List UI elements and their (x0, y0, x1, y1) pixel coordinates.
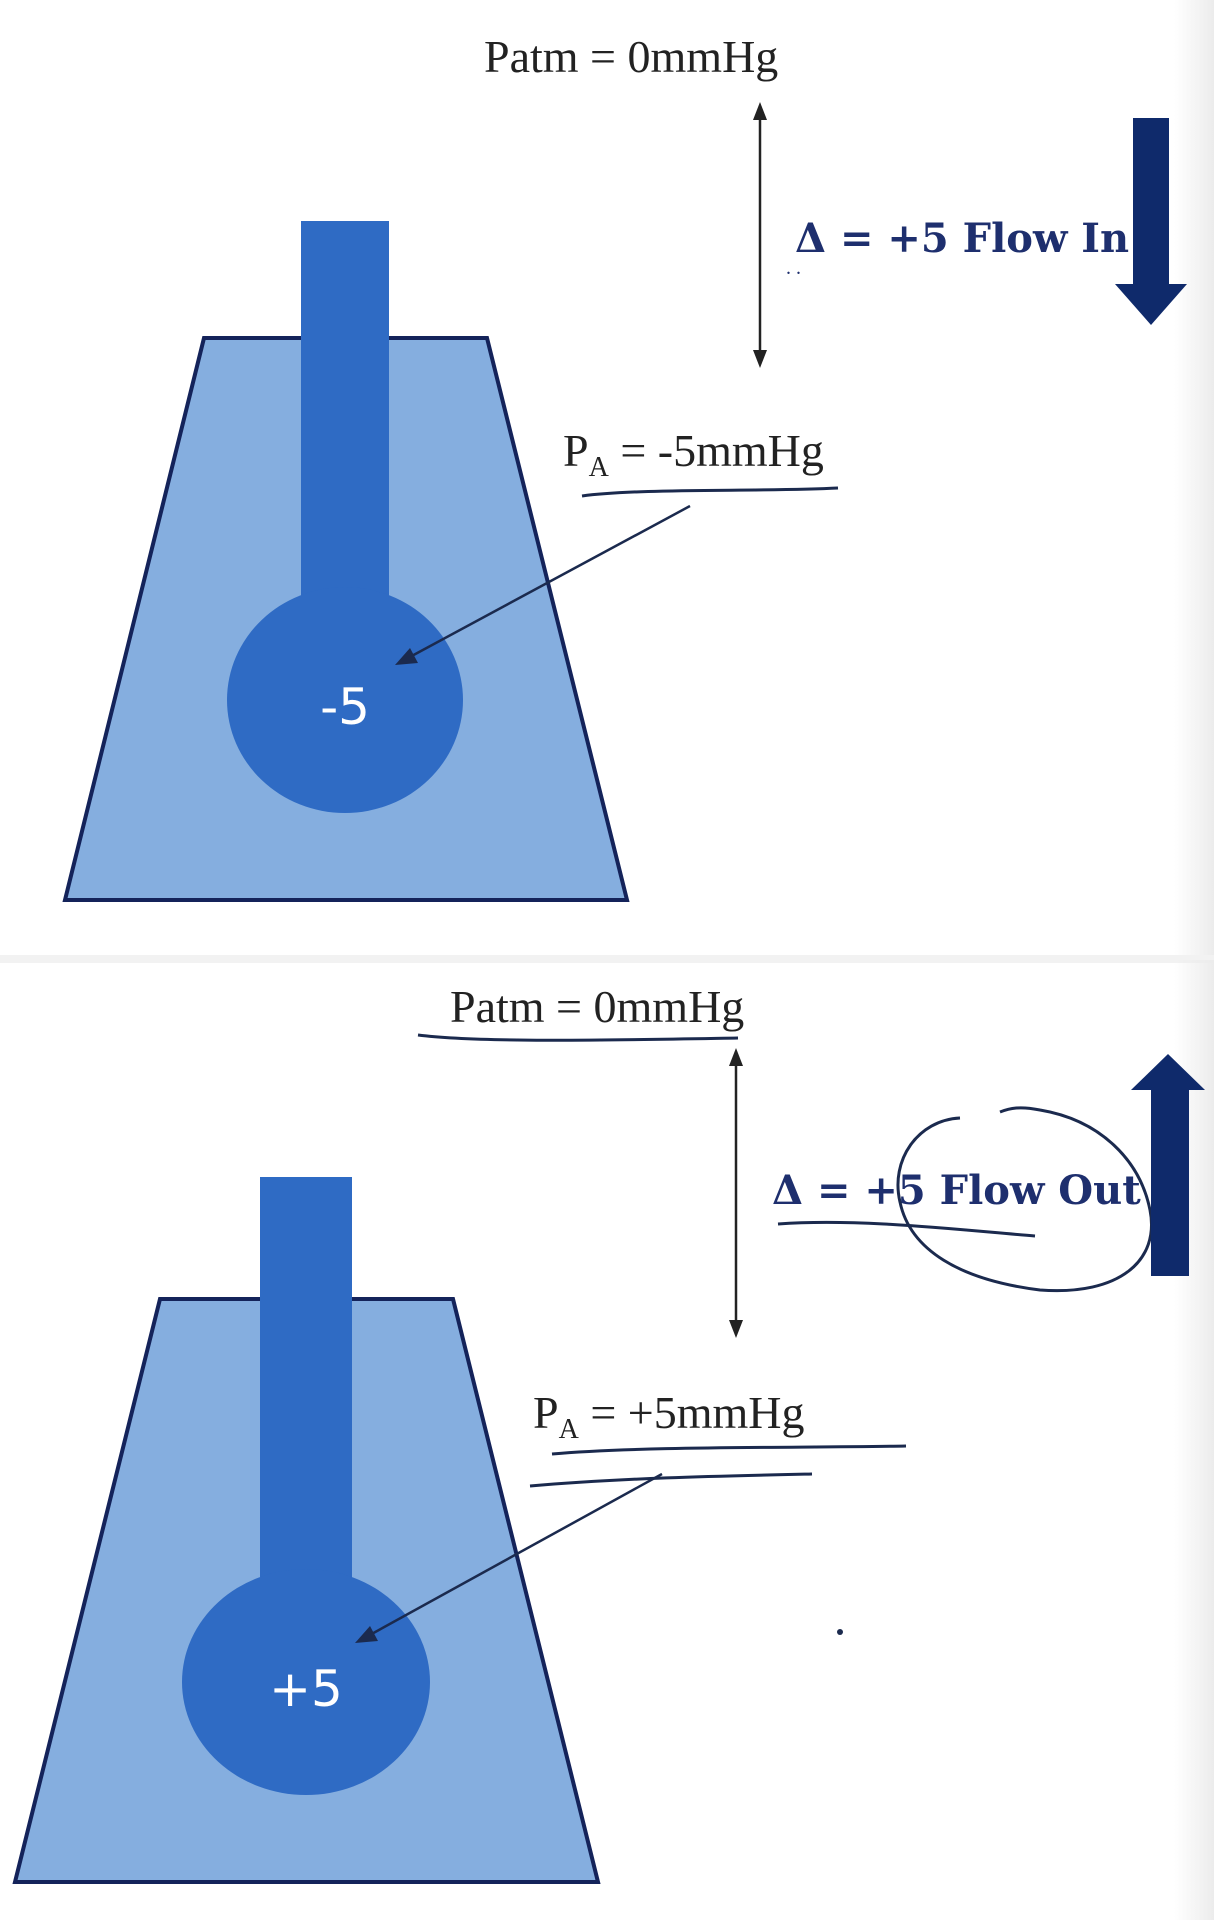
panel-flow-out: +5 Patm = 0mmHg Δ = +5 Flow Out PA = +5m… (0, 960, 1214, 1920)
thermometer-bulb (182, 1569, 430, 1795)
bulb-value: +5 (269, 1660, 343, 1718)
delta-label: Δ = +5 Flow Out (772, 1167, 1141, 1214)
patm-label: Patm = 0mmHg (484, 31, 778, 82)
flow-out-diagram: +5 Patm = 0mmHg Δ = +5 Flow Out PA = +5m… (12, 981, 1205, 1884)
pointer-arrow (355, 1472, 663, 1643)
pa-subscript: A (589, 452, 610, 483)
bulb-value: -5 (320, 678, 370, 736)
pa-value: = +5mmHg (579, 1387, 805, 1438)
pa-underline (551, 1444, 907, 1456)
pressure-gap-arrow (753, 102, 767, 368)
panel-divider (0, 955, 1214, 963)
patm-label: Patm = 0mmHg (450, 981, 744, 1032)
flow-in-diagram: -5 Patm = 0mmHg Δ = +5 Flow In . . PA = … (62, 31, 1187, 902)
pa-subscript: A (559, 1414, 580, 1445)
pointer-arrow (395, 504, 691, 665)
ink-dots: . . (786, 257, 801, 279)
handwritten-circle (896, 1106, 1153, 1293)
delta-label: Δ = +5 Flow In (795, 215, 1129, 262)
ink-dot (837, 1629, 843, 1635)
pa-label: PA = -5mmHg (563, 425, 824, 483)
pa-underline (581, 486, 839, 498)
pressure-gap-arrow (729, 1048, 743, 1338)
edge-shade (1174, 0, 1214, 960)
thermometer-stem (260, 1177, 352, 1607)
panel-flow-in: -5 Patm = 0mmHg Δ = +5 Flow In . . PA = … (62, 0, 1214, 960)
pa-value: = -5mmHg (609, 425, 824, 476)
patm-underline (417, 1033, 739, 1042)
pa-underline-second (529, 1472, 813, 1488)
flow-up-arrow (1131, 1054, 1205, 1276)
thermometer-stem (301, 221, 389, 651)
thermometer-bulb (227, 587, 463, 813)
flow-down-arrow (1115, 118, 1187, 325)
pa-label: PA = +5mmHg (533, 1387, 805, 1445)
